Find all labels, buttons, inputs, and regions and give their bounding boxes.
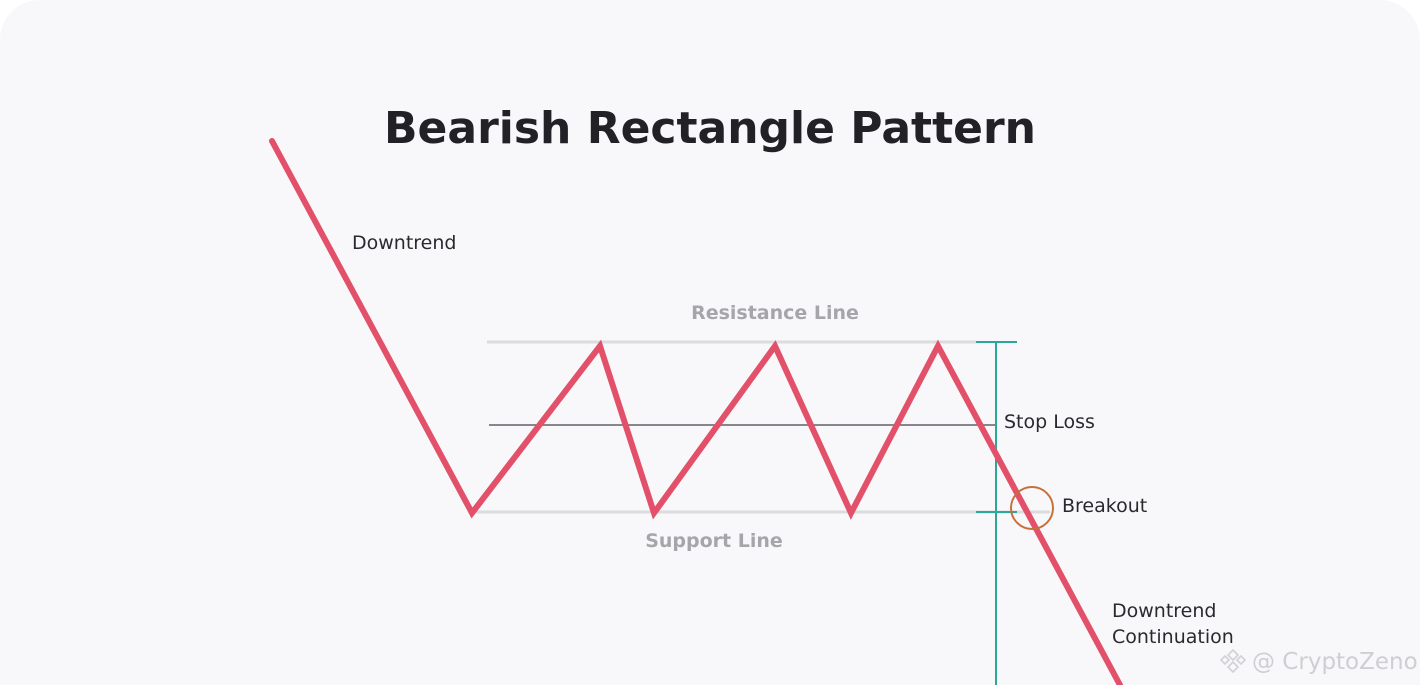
diagram-title: Bearish Rectangle Pattern: [384, 103, 1036, 154]
watermark-text: @ CryptoZeno: [1252, 649, 1418, 675]
price-path-line: [269, 138, 1123, 685]
binance-logo-icon: [1219, 648, 1247, 674]
support-label: Support Line: [645, 530, 783, 552]
resistance-label: Resistance Line: [691, 302, 859, 324]
breakout-label: Breakout: [1062, 495, 1147, 517]
continuation-label-line2: Continuation: [1112, 626, 1234, 648]
watermark: @ CryptoZeno: [1219, 648, 1418, 675]
stop-loss-label: Stop Loss: [1004, 411, 1095, 433]
continuation-label-line1: Downtrend: [1112, 600, 1216, 622]
breakout-circle: [1010, 486, 1054, 530]
downtrend-label: Downtrend: [352, 232, 456, 254]
